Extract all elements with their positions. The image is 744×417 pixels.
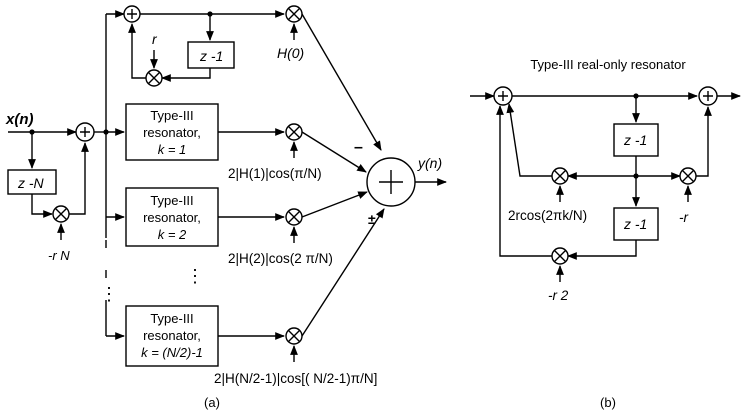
- comb-gain-label: -r N: [48, 248, 70, 263]
- coef-last-multiplier: [285, 327, 303, 345]
- resonator-1-line1: Type-III: [150, 108, 193, 123]
- top-delay-box: [187, 41, 235, 69]
- caption-a: (a): [204, 395, 220, 410]
- b-input-adder: [493, 86, 513, 106]
- branch-last-to-sum: [301, 208, 385, 337]
- top-feedback-line: [128, 23, 146, 79]
- b-2rcos-feedback: [506, 103, 552, 177]
- comb-delay-box: [7, 169, 57, 195]
- resonator-1-line2: resonator,: [143, 125, 201, 140]
- b-output-adder: [698, 86, 718, 106]
- resonator-2-line2: resonator,: [143, 210, 201, 225]
- diagram-a: x(n) z -N -r N ⋮: [5, 5, 447, 410]
- comb-feedforward: [69, 142, 89, 215]
- coef-last-label: 2|H(N/2-1)|cos[( N/2-1)π/N]: [214, 371, 377, 386]
- resonator-last-box: [125, 305, 219, 367]
- comb-multiplier: [52, 205, 70, 223]
- b-delay2-out: [567, 240, 637, 260]
- top-feedback-multiplier: [145, 69, 163, 87]
- b-delay1-box: [613, 123, 659, 157]
- b-delay2-label: z -1: [623, 216, 647, 232]
- bus-ellipsis: ⋮: [100, 284, 118, 304]
- b-delay1-label: z -1: [623, 132, 647, 148]
- resonator-ellipsis: ⋮: [186, 266, 204, 286]
- b-negr-label: -r: [679, 210, 688, 225]
- b-negr-multiplier: [679, 167, 697, 185]
- resonator-last-line2: resonator,: [143, 328, 201, 343]
- resonator-1-line3: k = 1: [158, 142, 187, 157]
- coef-1-label: 2|H(1)|cos(π/N): [228, 166, 322, 181]
- comb-delay-out: [31, 194, 53, 218]
- caption-b: (b): [600, 395, 616, 410]
- top-delay-label: z -1: [199, 48, 223, 64]
- output-label: y(n): [417, 155, 442, 171]
- b-negr2-feedback: [496, 105, 552, 257]
- coef-2-multiplier: [285, 208, 303, 226]
- branch-2-to-sum: [301, 191, 368, 218]
- top-delay-out: [161, 68, 211, 82]
- diagram-b: Type-III real-only resonator z -1 2rcos(…: [470, 57, 741, 410]
- top-coef-label: H(0): [277, 45, 304, 61]
- b-2rcos-label: 2rcos(2πk/N): [508, 208, 587, 223]
- resonator-2-line3: k = 2: [158, 227, 187, 242]
- branch-1-to-sum: [301, 131, 367, 173]
- b-negr-to-output-adder: [696, 106, 712, 177]
- diagram-b-title: Type-III real-only resonator: [530, 57, 686, 72]
- b-negr2-label: -r 2: [548, 288, 569, 303]
- b-2rcos-multiplier: [551, 167, 569, 185]
- sum-plusminus-sign: ±: [368, 211, 376, 227]
- resonator-last-line1: Type-III: [150, 311, 193, 326]
- resonator-last-line3: k = (N/2)-1: [141, 345, 203, 360]
- top-tap-node: [207, 11, 213, 17]
- comb-adder: [75, 122, 95, 142]
- top-adder: [123, 5, 141, 23]
- comb-delay-label: z -N: [17, 175, 45, 191]
- top-feedback-gain-label: r: [152, 31, 158, 47]
- top-coef-multiplier: [285, 5, 303, 23]
- b-delay2-box: [613, 207, 659, 241]
- coef-2-label: 2|H(2)|cos(2 π/N): [228, 251, 333, 266]
- b-negr2-multiplier: [551, 247, 569, 265]
- resonator-2-line1: Type-III: [150, 193, 193, 208]
- sum-minus-sign: –: [354, 139, 363, 156]
- output-summer: [366, 157, 416, 207]
- input-label: x(n): [5, 111, 34, 128]
- top-branch-to-sum: [301, 13, 382, 151]
- resonator-1-box: [125, 103, 219, 161]
- coef-1-multiplier: [285, 123, 303, 141]
